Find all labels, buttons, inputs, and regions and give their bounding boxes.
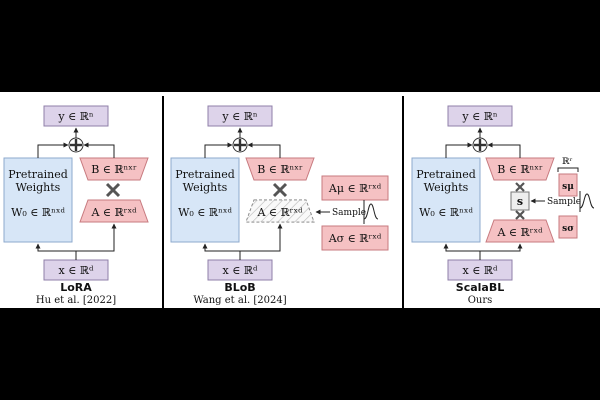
input-label: x ∈ ℝᵈ (463, 264, 498, 277)
b-matrix-label: B ∈ ℝⁿˣʳ (257, 163, 303, 176)
panel-lora: y ∈ ℝⁿ Pretrained Weights W₀ ∈ ℝⁿˣᵈ B ∈ … (3, 105, 149, 306)
arrow-input-to-a (76, 223, 117, 252)
output-label: y ∈ ℝⁿ (57, 110, 93, 123)
arrow-weights-to-plus (445, 142, 473, 158)
panel-subtitle: Hu et al. [2022] (36, 295, 116, 306)
pretrained-weights-box (411, 157, 481, 243)
a-matrix-sampled-shape (245, 199, 315, 223)
weights-label-line1: Pretrained (416, 168, 476, 181)
s-sigma-label: sσ (562, 224, 574, 234)
a-matrix-shape (79, 199, 149, 223)
output-box (43, 105, 109, 127)
weights-label-line2: Weights (424, 181, 469, 194)
r-space-label: ℝʳ (562, 157, 573, 167)
a-matrix-label: A ∈ ℝʳˣᵈ (90, 206, 137, 219)
a-mu-label: Aμ ∈ ℝʳˣᵈ (328, 182, 382, 195)
arrow-b-to-plus (487, 142, 521, 158)
panel-blob: y ∈ ℝⁿ Pretrained Weights W₀ ∈ ℝⁿˣᵈ B ∈ … (170, 105, 389, 306)
arrow-weights-to-plus (204, 142, 233, 158)
b-matrix-label: B ∈ ℝⁿˣʳ (91, 163, 137, 176)
input-label: x ∈ ℝᵈ (59, 264, 94, 277)
arrow-input-to-a (480, 243, 523, 252)
panel-subtitle: Wang et al. [2024] (193, 295, 286, 306)
arrow-b-to-plus (247, 142, 281, 158)
output-box (207, 105, 273, 127)
input-label: x ∈ ℝᵈ (223, 264, 258, 277)
plus-icon (68, 137, 84, 153)
s-vector-box (510, 191, 530, 211)
panel-title: BLoB (224, 281, 255, 294)
multiply-icon (272, 182, 288, 198)
b-matrix-shape (245, 157, 315, 181)
a-matrix-label: A ∈ ℝʳˣᵈ (256, 206, 303, 219)
weights-label-line1: Pretrained (8, 168, 68, 181)
panel-scalabl: y ∈ ℝⁿ Pretrained Weights W₀ ∈ ℝⁿˣᵈ B ∈ … (411, 105, 595, 306)
a-matrix-label: A ∈ ℝʳˣᵈ (496, 226, 543, 239)
s-vector-label: s (517, 195, 523, 208)
a-mu-box (321, 175, 389, 201)
weights-math: W₀ ∈ ℝⁿˣᵈ (178, 206, 232, 219)
sample-label: Sample (332, 208, 366, 218)
s-mu-label: sμ (562, 182, 574, 192)
a-matrix-shape (485, 219, 555, 243)
weights-math: W₀ ∈ ℝⁿˣᵈ (11, 206, 65, 219)
arrow-input-to-weights (443, 243, 481, 260)
s-mu-box (558, 173, 578, 197)
weights-label-line2: Weights (16, 181, 61, 194)
s-sigma-box (558, 215, 578, 239)
weights-math: W₀ ∈ ℝⁿˣᵈ (419, 206, 473, 219)
b-matrix-label: B ∈ ℝⁿˣʳ (497, 163, 543, 176)
output-box (447, 105, 513, 127)
a-sigma-label: Aσ ∈ ℝʳˣᵈ (328, 232, 382, 245)
pretrained-weights-box (170, 157, 240, 243)
arrow-input-to-weights (35, 243, 77, 260)
plus-icon (232, 137, 248, 153)
panel-title: ScalaBL (456, 281, 504, 294)
a-matrix-sampled-bg (246, 200, 314, 222)
output-label: y ∈ ℝⁿ (221, 110, 257, 123)
multiply-icon-top (515, 182, 525, 192)
plus-icon (472, 137, 488, 153)
b-matrix-shape (485, 157, 555, 181)
pretrained-weights-box (3, 157, 73, 243)
a-sigma-box (321, 225, 389, 251)
sample-label: Sample (547, 197, 581, 207)
architecture-diagram: y ∈ ℝⁿ Pretrained Weights W₀ ∈ ℝⁿˣᵈ B ∈ … (3, 96, 595, 308)
gaussian-icon (579, 191, 595, 212)
arrow-input-to-weights (202, 243, 241, 260)
output-label: y ∈ ℝⁿ (461, 110, 497, 123)
arrow-b-to-plus (83, 142, 115, 158)
weights-label-line2: Weights (183, 181, 228, 194)
b-matrix-shape (79, 157, 149, 181)
weights-label-line1: Pretrained (175, 168, 235, 181)
figure-panel: y ∈ ℝⁿ Pretrained Weights W₀ ∈ ℝⁿˣᵈ B ∈ … (0, 92, 600, 308)
panel-subtitle: Ours (468, 295, 493, 306)
panel-title: LoRA (60, 281, 92, 294)
gaussian-icon (363, 200, 379, 224)
multiply-icon (105, 182, 121, 198)
arrow-input-to-a (240, 223, 283, 252)
dimension-bracket (557, 167, 579, 172)
arrow-weights-to-plus (37, 142, 69, 158)
multiply-icon-bottom (515, 210, 525, 220)
